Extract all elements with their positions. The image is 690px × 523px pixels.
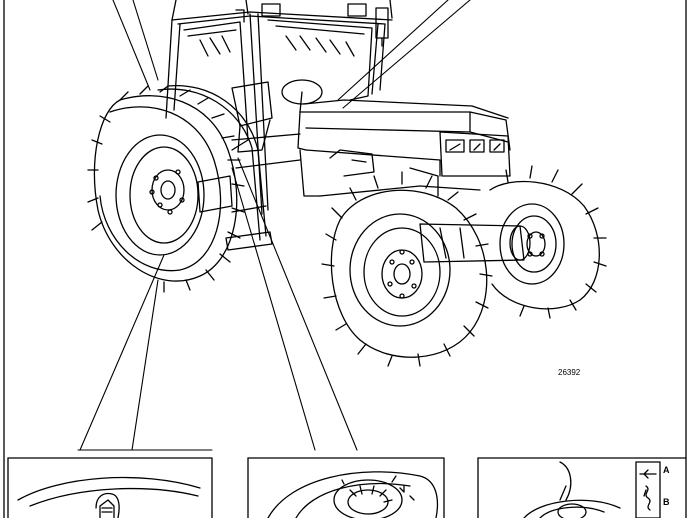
cab [165,0,393,251]
page-frame [3,0,687,519]
hood [297,99,511,197]
label-a: A [663,465,670,475]
label-b: B [663,497,670,507]
front-left-wheel [321,171,493,367]
inset-panel-middle [247,457,445,521]
rear-left-wheel [87,85,245,293]
rear-fender [157,84,301,241]
front-right-wheel [489,165,607,319]
inset-panel-right [477,457,687,521]
inset-panel-left [7,457,213,519]
figure-number: 26392 [558,368,581,377]
front-axle [419,223,531,263]
leader-lines [77,0,471,451]
